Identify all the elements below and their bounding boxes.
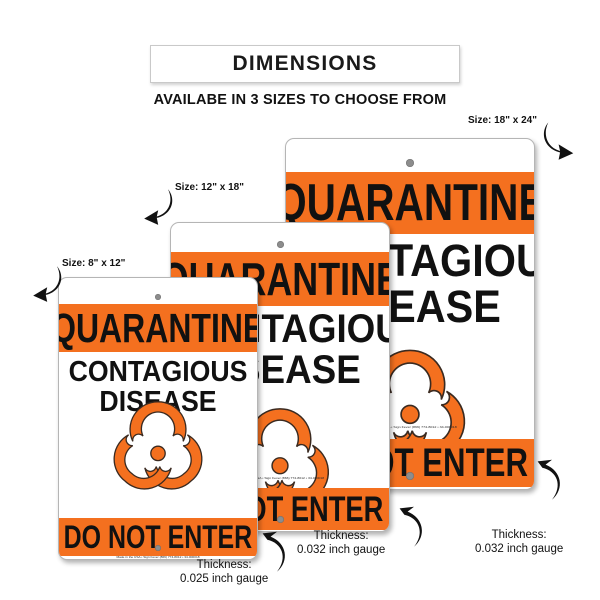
size-label-large: Size: 18" x 24" — [468, 115, 537, 126]
curved-arrow-thickness-large — [528, 453, 576, 505]
biohazard-icon — [98, 391, 218, 499]
thickness-label-medium: Thickness: 0.032 inch gauge — [297, 529, 385, 557]
mounting-hole-top — [406, 159, 414, 167]
size-label-medium: Size: 12" x 18" — [175, 182, 244, 193]
curved-arrow-thickness-medium — [390, 500, 438, 552]
size-label-small: Size: 8" x 12" — [62, 258, 126, 269]
mounting-hole-bottom — [276, 516, 284, 523]
mounting-hole-top — [155, 294, 161, 300]
mounting-hole-top — [276, 241, 284, 248]
thickness-label-small: Thickness: 0.025 inch gauge — [180, 558, 268, 586]
thickness-small-line2: 0.025 inch gauge — [180, 573, 269, 586]
sign-small-microprint: Made in the USA • Sign Fever (866) 774-8… — [116, 555, 200, 559]
sign-large-headline: QUARANTINE — [286, 174, 534, 232]
curved-arrow-size-large — [541, 118, 585, 162]
sign-small-line1: CONTAGIOUS — [68, 356, 248, 388]
mounting-hole-bottom — [155, 545, 161, 551]
thickness-label-large: Thickness: 0.032 inch gauge — [475, 528, 563, 556]
sign-small-middle: CONTAGIOUS DISEASE — [59, 352, 257, 518]
thickness-medium-line1: Thickness: — [313, 530, 369, 542]
curved-arrow-thickness-small — [253, 525, 301, 577]
mounting-hole-bottom — [406, 472, 414, 480]
dimensions-title-box: DIMENSIONS — [150, 45, 460, 83]
sign-small-top-band: QUARANTINE — [59, 304, 257, 352]
sign-medium-microprint: Made in the USA • Sign Fever (866) 774-8… — [235, 476, 325, 480]
thickness-large-line1: Thickness: — [491, 529, 547, 541]
sign-large-microprint: Made in the USA • Sign Fever (866) 774-8… — [363, 425, 457, 429]
curved-arrow-size-small — [22, 262, 64, 304]
sign-small-headline: QUARANTINE — [59, 304, 257, 351]
thickness-large-line2: 0.032 inch gauge — [475, 543, 564, 556]
page-title: DIMENSIONS — [232, 52, 378, 75]
curved-arrow-size-medium — [133, 185, 175, 227]
thickness-small-line1: Thickness: — [196, 559, 252, 571]
thickness-medium-line2: 0.032 inch gauge — [297, 544, 386, 557]
page-subtitle: AVAILABE IN 3 SIZES TO CHOOSE FROM — [153, 92, 447, 108]
sign-small[interactable]: QUARANTINE CONTAGIOUS DISEASE DO NOT ENT… — [58, 277, 258, 560]
